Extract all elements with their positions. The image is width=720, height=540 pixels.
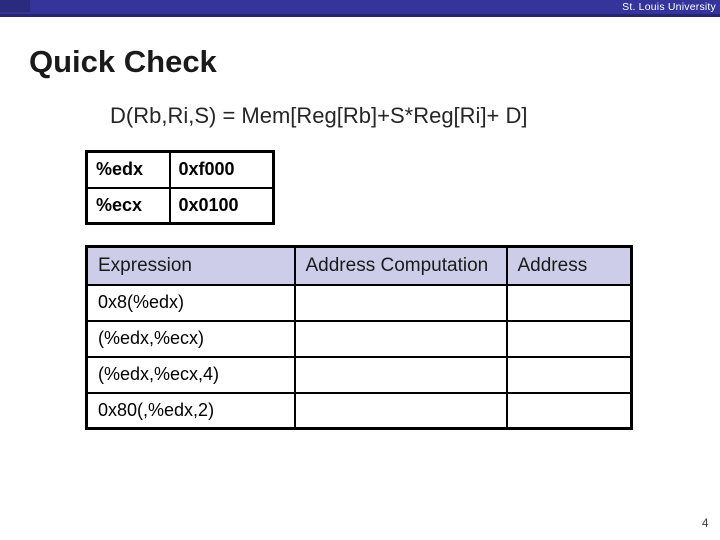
- expression-cell: 0x80(,%edx,2): [85, 391, 296, 430]
- page-number: 4: [702, 518, 709, 530]
- expression-cell: (%edx,%ecx): [85, 319, 296, 358]
- table-row: (%edx,%ecx,4): [85, 355, 633, 394]
- address-cell: [505, 283, 633, 322]
- table-row: (%edx,%ecx): [85, 319, 633, 358]
- address-computation-cell: [293, 355, 508, 394]
- registers-table: %edx 0xf000 %ecx 0x0100: [85, 150, 275, 225]
- banner-underline: [0, 14, 720, 17]
- register-row: %ecx 0x0100: [85, 186, 275, 225]
- expression-cell: 0x8(%edx): [85, 283, 296, 322]
- address-cell: [505, 319, 633, 358]
- column-header-address: Address: [505, 245, 633, 286]
- address-computation-cell: [293, 319, 508, 358]
- register-name-cell: %edx: [85, 150, 171, 189]
- address-cell: [505, 355, 633, 394]
- register-value-cell: 0x0100: [168, 186, 275, 225]
- expression-cell: (%edx,%ecx,4): [85, 355, 296, 394]
- page-title: Quick Check: [29, 44, 217, 79]
- table-row: 0x80(,%edx,2): [85, 391, 633, 430]
- column-header-computation: Address Computation: [293, 245, 508, 286]
- address-cell: [505, 391, 633, 430]
- formula-text: D(Rb,Ri,S) = Mem[Reg[Rb]+S*Reg[Ri]+ D]: [110, 103, 528, 128]
- address-computation-cell: [293, 283, 508, 322]
- register-value-cell: 0xf000: [168, 150, 275, 189]
- institution-label: St. Louis University: [622, 1, 716, 13]
- address-computation-cell: [293, 391, 508, 430]
- top-banner: [0, 0, 720, 14]
- register-name-cell: %ecx: [85, 186, 171, 225]
- table-row: 0x8(%edx): [85, 283, 633, 322]
- register-row: %edx 0xf000: [85, 150, 275, 189]
- column-header-expression: Expression: [85, 245, 296, 286]
- quiz-header-row: Expression Address Computation Address: [85, 245, 633, 286]
- banner-accent-square: [0, 0, 30, 12]
- quiz-table: Expression Address Computation Address 0…: [85, 245, 633, 430]
